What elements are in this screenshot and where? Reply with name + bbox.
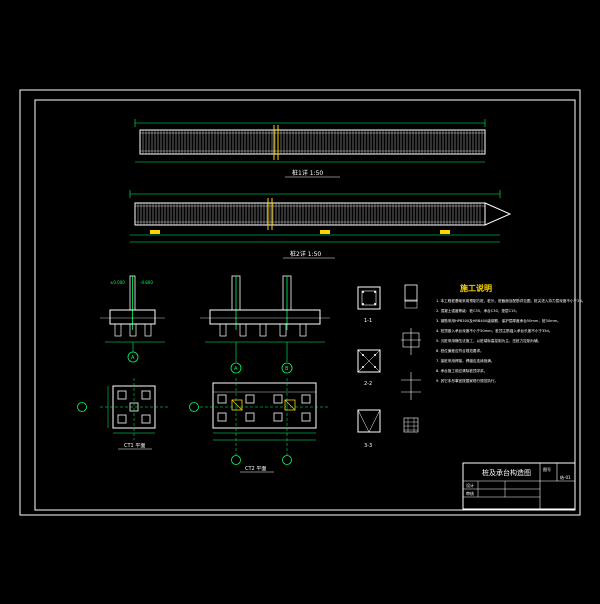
cap1-plan-label: CT1 平面 bbox=[124, 443, 145, 449]
pile-2-tip bbox=[484, 202, 512, 226]
section-3-label: 3-3 bbox=[364, 443, 372, 449]
axis-a-label: A bbox=[131, 355, 135, 361]
note-line: 5. 沉桩采用静压法施工，以桩端标高控制为主，压桩力控制为辅。 bbox=[436, 338, 541, 343]
construction-notes: 施工说明 1. 本工程桩基础采用预制方桩，桩长、桩截面及配筋详见图，桩尖进入持力… bbox=[436, 283, 585, 383]
cap-plan-1: CT1 平面 bbox=[77, 378, 168, 450]
rebar-details bbox=[401, 284, 421, 433]
pile-elevation-1: 桩1详 1:50 bbox=[134, 119, 486, 178]
note-line: 1. 本工程桩基础采用预制方桩，桩长、桩截面及配筋详见图，桩尖进入持力层深度不小… bbox=[436, 298, 585, 303]
pile-elevation-2-label: 桩2详 1:50 bbox=[290, 250, 321, 258]
axis-a-label-2: A bbox=[234, 366, 238, 372]
note-line: 4. 桩顶嵌入承台深度不小于50mm，桩顶主筋锚入承台长度不小于35d。 bbox=[436, 328, 552, 333]
svg-text:±0.000: ±0.000 bbox=[110, 280, 125, 285]
inner-frame bbox=[34, 99, 576, 511]
section-2-label: 2-2 bbox=[364, 381, 372, 387]
note-line: 9. 其它未尽事宜按国家现行规范执行。 bbox=[436, 378, 498, 383]
axis-b-label: B bbox=[285, 366, 289, 372]
notes-list: 1. 本工程桩基础采用预制方桩，桩长、桩截面及配筋详见图，桩尖进入持力层深度不小… bbox=[436, 298, 585, 383]
title-block-row1-label: 设计 bbox=[466, 482, 474, 488]
pile-1-outline bbox=[139, 129, 486, 155]
title-block-sheet-no: 结-01 bbox=[560, 474, 571, 480]
cap-plan-2: CT2 平面 bbox=[189, 378, 330, 473]
pile-elevation-1-label: 桩1详 1:50 bbox=[292, 169, 323, 177]
axis-bubble-a bbox=[127, 351, 139, 363]
note-line: 3. 钢筋采用HPB300及HRB400级钢筋，保护层厚度承台50mm，桩30m… bbox=[436, 318, 561, 323]
note-line: 2. 混凝土强度等级：桩C35，承台C30，垫层C15。 bbox=[436, 308, 519, 313]
notes-heading: 施工说明 bbox=[460, 283, 492, 293]
drawing-title: 桩及承台构造图 bbox=[482, 468, 531, 477]
outer-frame bbox=[19, 89, 581, 516]
note-line: 8. 承台施工前应清除桩顶浮浆。 bbox=[436, 368, 487, 373]
cap-elevation-1: ±0.000 -0.800 A bbox=[100, 275, 165, 363]
pile-elevation-2: 桩2详 1:50 bbox=[129, 190, 512, 259]
note-line: 7. 接桩采用焊接，焊缝应连续饱满。 bbox=[436, 358, 494, 363]
section-2: 2-2 bbox=[357, 349, 381, 387]
pile-1-stirrups bbox=[142, 130, 483, 154]
svg-text:-0.800: -0.800 bbox=[140, 280, 153, 285]
cap2-plan-label: CT2 平面 bbox=[245, 466, 266, 472]
title-block: 桩及承台构造图 设计 审核 图号 结-01 bbox=[462, 462, 576, 510]
note-line: 6. 桩位偏差应符合规范要求。 bbox=[436, 348, 484, 353]
title-block-sheet-label: 图号 bbox=[543, 466, 551, 472]
section-1: 1-1 bbox=[357, 286, 381, 324]
title-block-row2-label: 审核 bbox=[466, 490, 474, 496]
pile-2-stirrups bbox=[137, 203, 481, 225]
section-1-label: 1-1 bbox=[364, 318, 372, 324]
cap-elevation-2: A B bbox=[200, 275, 330, 374]
section-3: 3-3 bbox=[357, 409, 381, 449]
